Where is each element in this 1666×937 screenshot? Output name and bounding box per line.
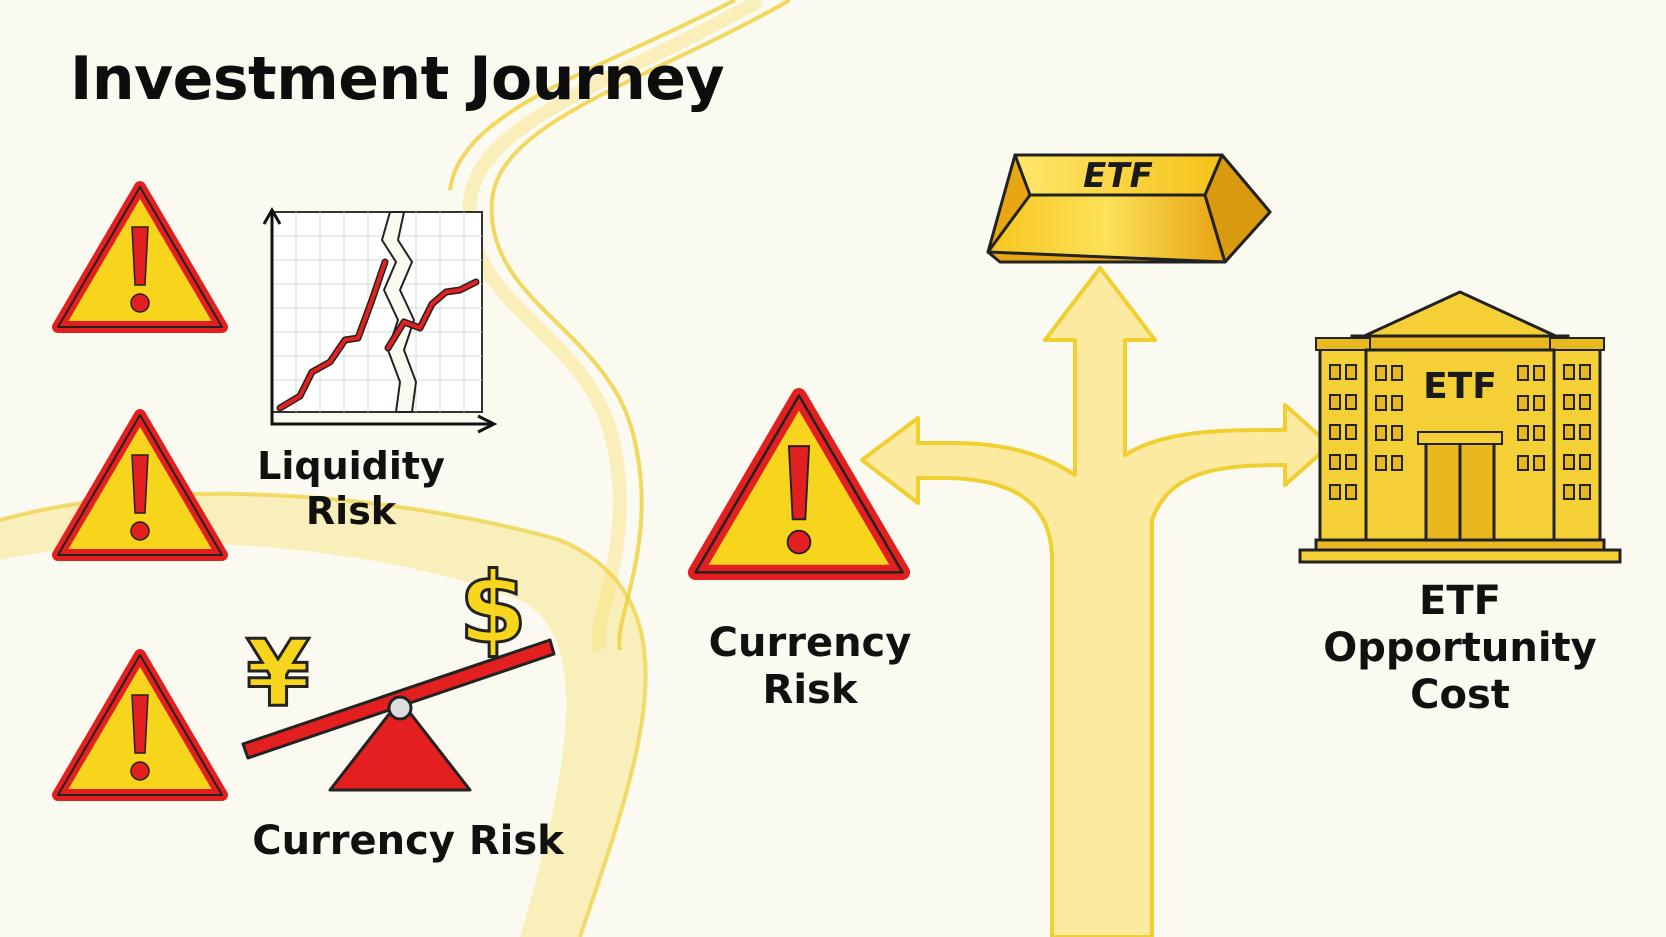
warning-icon-3: [58, 655, 222, 795]
liquidity-risk-line1: Liquidity: [257, 444, 445, 488]
warning-icon-2: [58, 415, 222, 555]
broken-chart-icon: [262, 206, 498, 434]
etf-cost-line1: ETF: [1419, 578, 1501, 624]
etf-cost-line3: Cost: [1410, 672, 1510, 719]
gold-bar-label: ETF: [1083, 156, 1153, 196]
warning-icon-1: [58, 187, 222, 327]
currency-risk-mid-line2: Risk: [762, 667, 858, 714]
liquidity-risk-line2: Risk: [305, 488, 397, 533]
etf-cost-line2: Opportunity: [1323, 625, 1597, 672]
decision-fork-arrows: [860, 266, 1332, 937]
currency-risk-mid-line1: Currency: [708, 620, 912, 666]
liquidity-risk-label: Liquidity Risk: [246, 444, 456, 534]
bank-building-etf-icon: ETF: [1298, 290, 1622, 564]
currency-risk-left-label: Currency Risk: [252, 818, 564, 864]
bank-label: ETF: [1423, 366, 1497, 407]
warning-icon-currency: [695, 396, 902, 573]
etf-opportunity-cost-label: ETF Opportunity Cost: [1300, 578, 1620, 720]
yen-symbol-icon: ¥: [246, 620, 310, 727]
currency-seesaw-icon: ¥ $: [241, 551, 556, 792]
gold-bar-etf-icon: ETF: [986, 153, 1272, 264]
dollar-symbol-icon: $: [459, 552, 527, 666]
currency-risk-mid-label: Currency Risk: [700, 620, 920, 714]
page-title: Investment Journey: [70, 44, 725, 114]
